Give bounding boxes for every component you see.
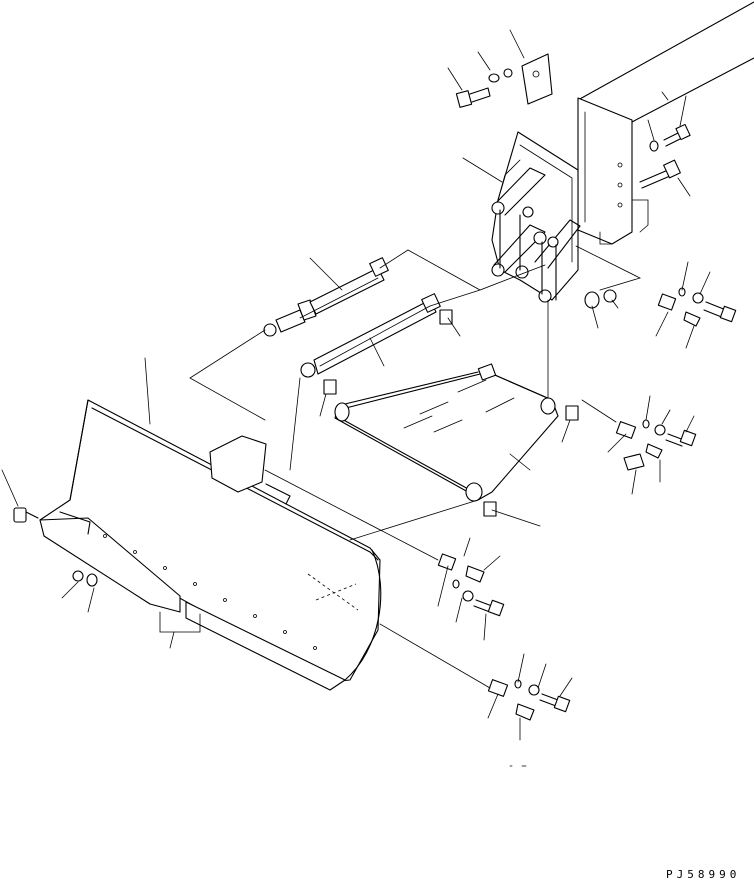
blade-bracket [491,131,581,303]
frame-mount [577,1,754,245]
dozer-blade [39,399,382,691]
cylinder-lower [300,293,441,378]
push-frame [334,363,559,502]
cover-plate [521,53,553,105]
bolts-upper-right [639,123,691,189]
bolt-top [455,68,513,108]
cylinder-upper [263,257,389,337]
pins-and-bolts [437,287,737,721]
drawing-code: PJ58990 [666,868,740,881]
bushings [323,289,617,517]
blade-bolt-left [13,507,98,587]
leader-lines [1,29,711,741]
